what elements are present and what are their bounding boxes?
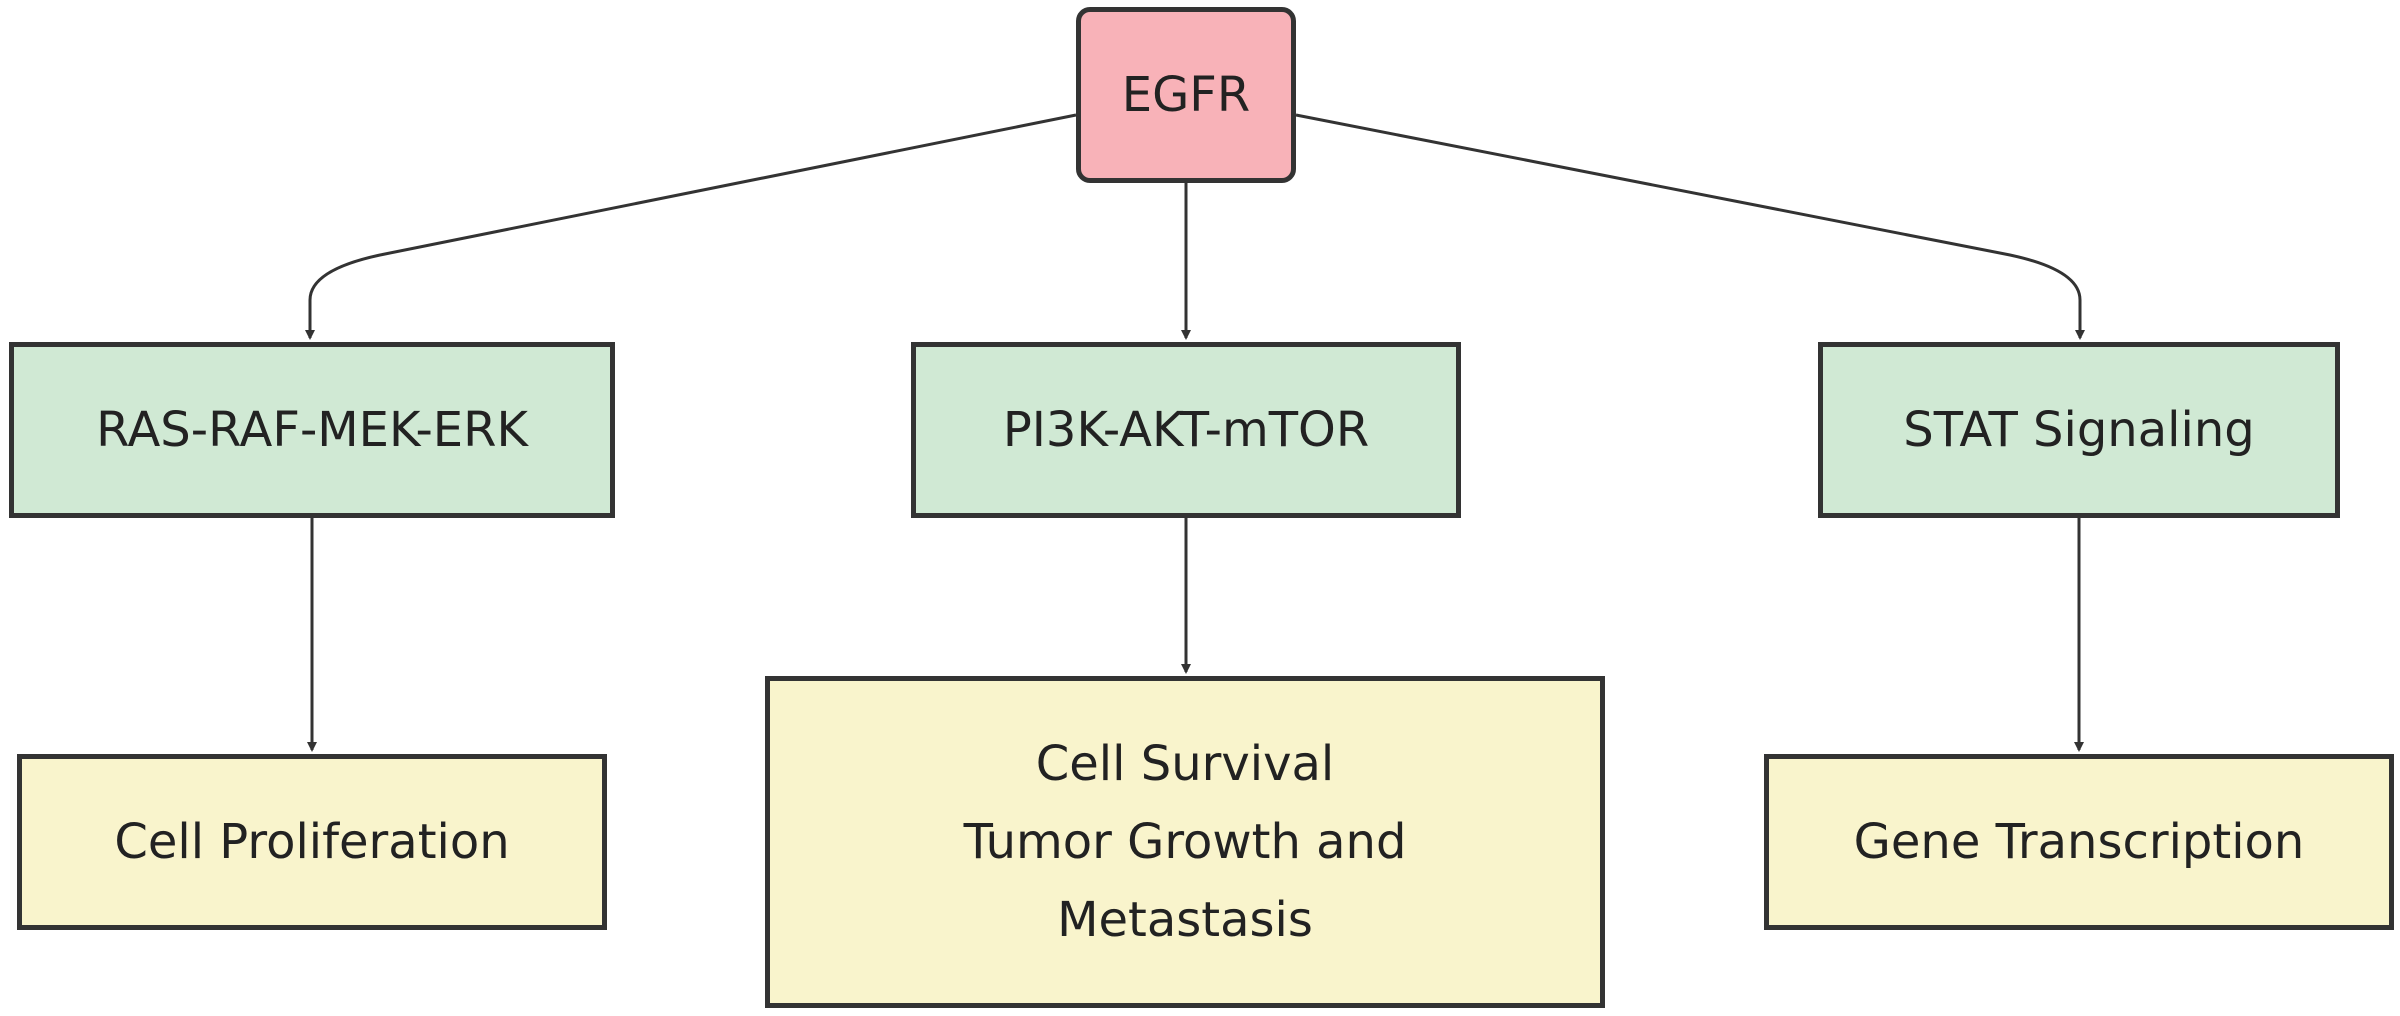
node-cell-survival-line-3: Metastasis	[1057, 892, 1313, 948]
node-gene-transcription: Gene Transcription	[1764, 754, 2394, 930]
node-stat-signaling-label: STAT Signaling	[1903, 402, 2255, 458]
node-cell-proliferation: Cell Proliferation	[17, 754, 607, 930]
node-cell-proliferation-label: Cell Proliferation	[114, 814, 510, 870]
node-cell-survival-line-1: Cell Survival	[1035, 736, 1335, 792]
node-egfr: EGFR	[1076, 7, 1296, 183]
node-gene-transcription-label: Gene Transcription	[1853, 814, 2305, 870]
node-cell-survival-line-2: Tumor Growth and	[963, 814, 1407, 870]
edge-egfr-to-ras	[305, 113, 1077, 340]
node-ras-raf-mek-erk: RAS-RAF-MEK-ERK	[9, 342, 615, 518]
node-pi3k-akt-mtor: PI3K-AKT-mTOR	[911, 342, 1461, 518]
node-pi3k-akt-mtor-label: PI3K-AKT-mTOR	[1002, 402, 1370, 458]
edge-egfr-to-stat	[1295, 113, 2085, 340]
node-cell-survival-label: Cell Survival Tumor Growth and Metastasi…	[964, 725, 1407, 959]
node-egfr-label: EGFR	[1121, 67, 1251, 123]
node-stat-signaling: STAT Signaling	[1818, 342, 2340, 518]
node-cell-survival: Cell Survival Tumor Growth and Metastasi…	[765, 676, 1605, 1008]
node-ras-raf-mek-erk-label: RAS-RAF-MEK-ERK	[96, 402, 528, 458]
